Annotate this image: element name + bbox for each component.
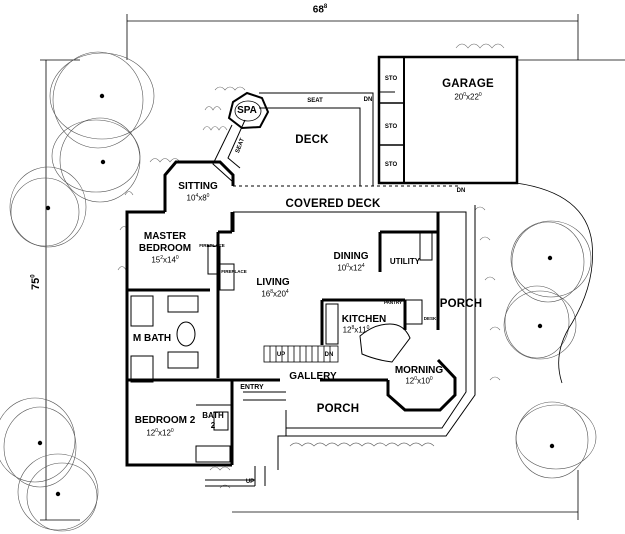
master-bedroom-size-b: x14 [163, 255, 176, 265]
garage-size: 200x220 [454, 93, 481, 102]
sitting-size-b: x8 [198, 193, 207, 203]
house-walls [125, 160, 457, 467]
porch-right-label: PORCH [439, 298, 483, 310]
tree-trunks [37, 93, 555, 497]
stairs [263, 345, 339, 363]
deck-structure [212, 92, 460, 187]
kitchen-label: KITCHEN [341, 314, 387, 325]
morning-size-b: x10 [417, 376, 430, 386]
living-label: LIVING [256, 277, 290, 288]
gallery-label: GALLERY [289, 371, 337, 382]
sitting-size-a-sup: 4 [195, 193, 199, 199]
desk-label: DESK [423, 316, 437, 321]
garage-label: GARAGE [442, 78, 494, 90]
sitting-label: SITTING [178, 181, 218, 192]
bedroom2-size-a-sup: 0 [155, 428, 158, 434]
pantry-label: PANTRY [384, 300, 402, 305]
bath2-label-1: BATH [202, 411, 224, 420]
utility-label: UTILITY [389, 257, 421, 266]
landscape-trees [0, 51, 597, 532]
spa-tub [227, 91, 270, 130]
storage-label-1: STO [384, 76, 398, 82]
entry-label: ENTRY [240, 384, 264, 391]
garage-size-b: x22 [466, 92, 479, 102]
dn-spa-label: DN [363, 97, 373, 103]
master-bedroom-size: 152x140 [151, 256, 178, 265]
living-size-a-sup: 8 [270, 289, 273, 295]
sitting-size-b-sup: 0 [206, 193, 210, 199]
bedroom2-size: 120x120 [146, 429, 173, 438]
bath2-fixtures [195, 404, 232, 463]
overall-depth-dimension: 750 [30, 274, 42, 290]
seat-label-top: SEAT [307, 98, 323, 104]
master-bedroom-label-2: BEDROOM [138, 243, 192, 254]
sitting-size: 104x80 [187, 194, 210, 203]
dimension-lines [40, 14, 579, 521]
dining-size-a: 10 [337, 263, 347, 273]
dining-size-b-sup: 4 [361, 263, 365, 269]
bedroom2-size-b: x12 [158, 428, 171, 438]
morning-size-b-sup: 0 [429, 376, 433, 382]
master-bedroom-size-b-sup: 0 [175, 255, 179, 261]
master-bedroom-size-a-sup: 2 [160, 255, 163, 261]
kitchen-fixtures [325, 231, 433, 363]
morning-label: MORNING [394, 365, 444, 376]
kitchen-size-b: x11 [354, 325, 367, 335]
stairs-dn-label: DN [324, 352, 334, 358]
fireplaces [207, 245, 235, 291]
storage-label-3: STO [384, 162, 398, 168]
dining-size-a-sup: 0 [346, 263, 349, 269]
morning-size-a: 12 [405, 376, 415, 386]
dining-size-b: x12 [349, 263, 362, 273]
kitchen-size: 128x110 [343, 326, 370, 335]
landscape-shrubs [117, 43, 505, 489]
living-size: 168x204 [261, 290, 288, 299]
deck-label: DECK [295, 134, 329, 146]
stairs-up-label: UP [276, 352, 286, 358]
bath2-label-2: 2 [210, 421, 216, 430]
driveway [515, 59, 625, 384]
morning-size: 120x100 [405, 377, 432, 386]
master-bath-label: M BATH [132, 333, 172, 344]
fireplace-label-2: FIREPLACE [221, 269, 247, 274]
overall-width-value: 68 [312, 4, 324, 16]
dining-size: 100x124 [337, 264, 364, 273]
master-bath-fixtures [130, 295, 199, 383]
morning-size-a-sup: 0 [414, 376, 417, 382]
overall-depth-sup: 0 [30, 274, 37, 278]
garage-size-b-sup: 0 [478, 92, 482, 98]
spa-label: SPA [237, 105, 257, 116]
master-bedroom-label-1: MASTER [143, 231, 187, 242]
overall-width-dimension: 688 [313, 4, 327, 15]
overall-depth-value: 75 [30, 277, 42, 290]
sitting-size-a: 10 [186, 193, 196, 203]
covered-deck-label: COVERED DECK [285, 198, 381, 210]
dining-label: DINING [333, 251, 369, 262]
bedroom2-label: BEDROOM 2 [134, 415, 196, 426]
living-size-a: 16 [261, 289, 271, 299]
dn-garage-label: DN [456, 188, 466, 194]
porch-front-label: PORCH [316, 403, 360, 415]
kitchen-size-a-sup: 8 [351, 325, 355, 331]
overall-width-sup: 8 [323, 4, 328, 10]
porch-rails [205, 205, 476, 487]
garage-size-a-sup: 0 [463, 92, 466, 98]
kitchen-size-b-sup: 0 [366, 325, 370, 331]
storage-label-2: STO [384, 124, 398, 130]
master-bedroom-size-a: 15 [151, 255, 161, 265]
garage-size-a: 20 [454, 92, 464, 102]
fireplace-label-1: FIREPLACE [199, 243, 225, 248]
up-front-label: UP [245, 479, 255, 485]
living-size-b-sup: 4 [285, 289, 289, 295]
living-size-b: x20 [273, 289, 286, 299]
kitchen-size-a: 12 [342, 325, 352, 335]
bedroom2-size-a: 12 [146, 428, 156, 438]
garage-structure [377, 55, 519, 185]
bedroom2-size-b-sup: 0 [170, 428, 174, 434]
